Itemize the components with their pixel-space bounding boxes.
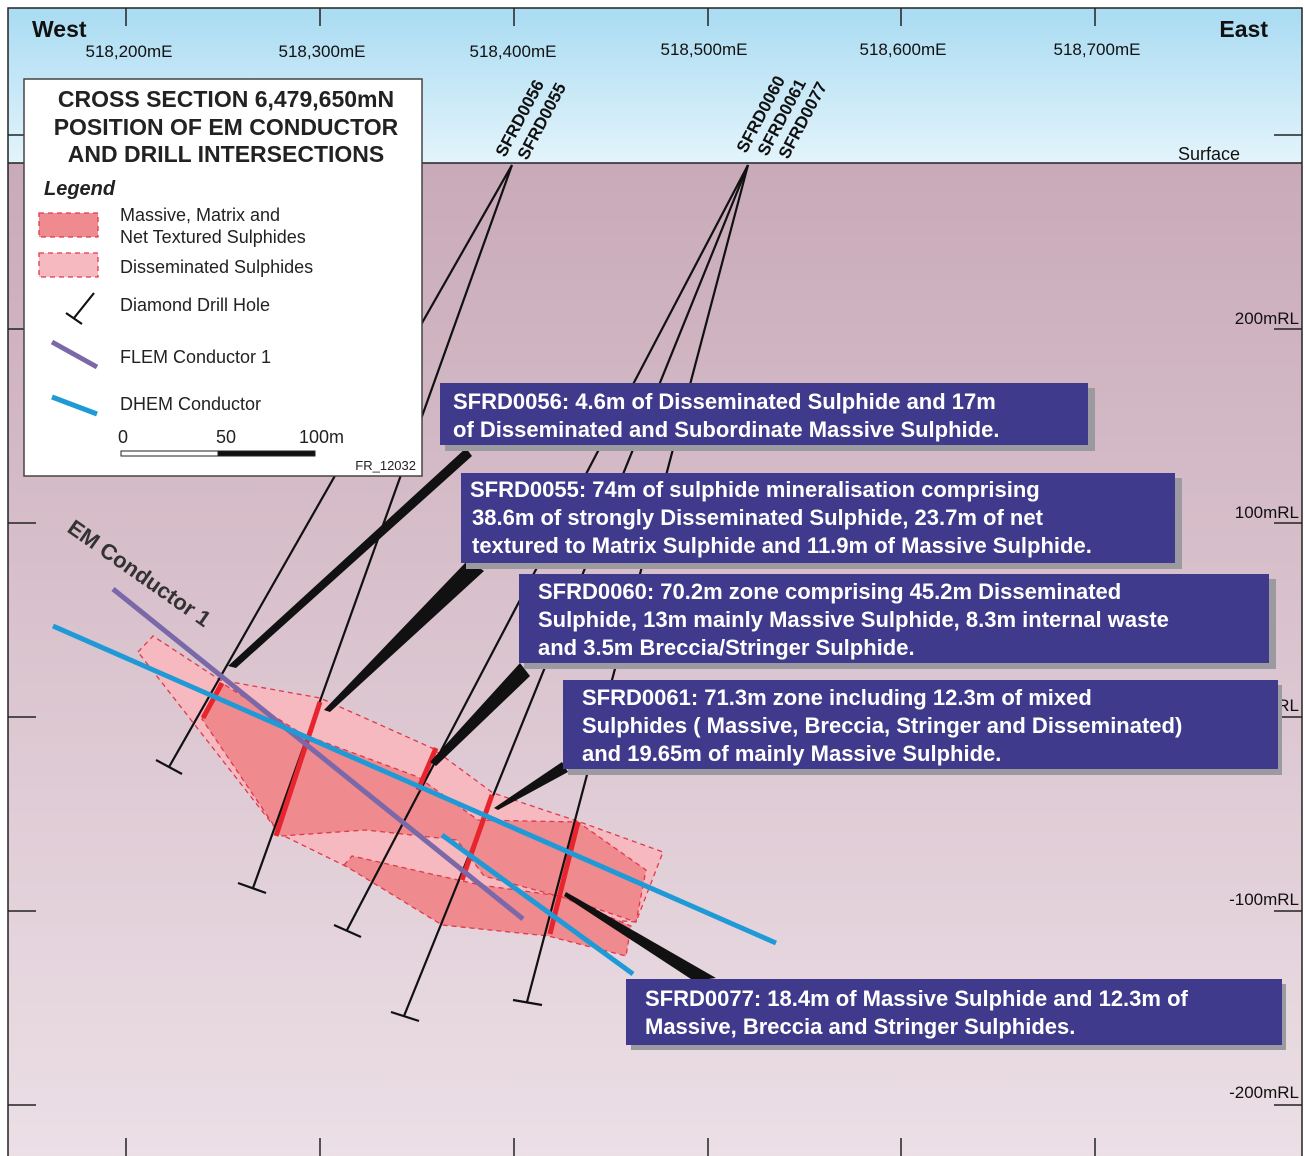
easting-label: 518,400mE	[470, 42, 557, 61]
top-tick-marks	[125, 8, 1096, 26]
callout-text: Sulphides ( Massive, Breccia, Stringer a…	[582, 713, 1182, 738]
legend-box: CROSS SECTION 6,479,650mN POSITION OF EM…	[23, 78, 423, 477]
legend-item-text: FLEM Conductor 1	[120, 347, 271, 367]
flem-swatch	[50, 339, 99, 370]
callout-box	[440, 383, 1088, 445]
callout-text: 38.6m of strongly Disseminated Sulphide,…	[472, 505, 1044, 530]
easting-label: 518,700mE	[1054, 40, 1141, 59]
legend-item-text: Diamond Drill Hole	[120, 295, 270, 315]
surface-label: Surface	[1178, 144, 1240, 164]
callout-text: SFRD0055: 74m of sulphide mineralisation…	[470, 477, 1040, 502]
callout-text: Massive, Breccia and Stringer Sulphides.	[645, 1014, 1075, 1039]
callout-sfrd0060: SFRD0060: 70.2m zone comprising 45.2m Di…	[519, 574, 1276, 669]
drill-hole-end	[512, 998, 543, 1007]
dhem-conductor-line	[51, 623, 778, 946]
callout-leader	[494, 762, 568, 810]
massive-intercept	[459, 794, 495, 881]
massive-sulphide-lower-zone	[342, 855, 632, 957]
legend-title-line: POSITION OF EM CONDUCTOR	[54, 114, 399, 140]
drill-hole-end	[155, 759, 183, 775]
elevation-label: 200mRL	[1235, 309, 1299, 328]
flem-conductor-line	[111, 587, 525, 921]
scale-bar: 0 50 100m	[118, 427, 344, 457]
easting-label: 518,200mE	[86, 42, 173, 61]
callout-leader	[430, 663, 530, 766]
legend-reference: FR_12032	[355, 458, 416, 473]
easting-label: 518,300mE	[279, 42, 366, 61]
easting-label: 518,500mE	[661, 40, 748, 59]
callout-text: and 19.65m of mainly Massive Sulphide.	[582, 741, 1001, 766]
callout-text: Sulphide, 13m mainly Massive Sulphide, 8…	[538, 607, 1169, 632]
elevation-label: -100mRL	[1229, 890, 1299, 909]
callout-sfrd0077: SFRD0077: 18.4m of Massive Sulphide and …	[626, 979, 1286, 1050]
massive-intercept	[415, 747, 439, 791]
elevation-label: -200mRL	[1229, 1083, 1299, 1102]
legend-heading: Legend	[44, 178, 116, 200]
legend-title-line: AND DRILL INTERSECTIONS	[68, 141, 384, 167]
callout-leader	[324, 560, 484, 712]
callout-text: and 3.5m Breccia/Stringer Sulphide.	[538, 635, 915, 660]
right-tick-marks	[1274, 134, 1302, 1106]
callout-text: of Disseminated and Subordinate Massive …	[453, 417, 999, 442]
callout-leader	[564, 892, 716, 981]
massive-intercept	[200, 681, 225, 720]
callout-sfrd0061: SFRD0061: 71.3m zone including 12.3m of …	[563, 680, 1282, 775]
bottom-tick-marks	[125, 1138, 1096, 1156]
callout-sfrd0056: SFRD0056: 4.6m of Disseminated Sulphide …	[440, 383, 1095, 451]
easting-label: 518,600mE	[860, 40, 947, 59]
map-frame	[7, 7, 1303, 1156]
legend-item-text: Massive, Matrix and	[120, 205, 280, 225]
dhem-conductor-line	[440, 832, 635, 977]
massive-swatch	[38, 212, 99, 238]
callout-text: SFRD0061: 71.3m zone including 12.3m of …	[582, 685, 1092, 710]
legend-title-line: CROSS SECTION 6,479,650mN	[58, 86, 394, 112]
scale-label: 0	[118, 427, 128, 447]
callout-box	[563, 680, 1278, 769]
drill-hole-symbol-icon	[65, 292, 95, 325]
drill-hole-end	[333, 923, 362, 939]
elevation-labels: 200mRL 100mRL RL -100mRL -200mRL	[1229, 309, 1299, 1102]
legend-item-text: Disseminated Sulphides	[120, 257, 313, 277]
easting-labels: 518,200mE 518,300mE 518,400mE 518,500mE …	[86, 40, 1141, 61]
callout-leaders	[228, 448, 716, 981]
drill-hole-end	[237, 881, 267, 895]
west-label: West	[32, 16, 87, 42]
elevation-label: RL	[1277, 696, 1299, 715]
legend-item-text: DHEM Conductor	[120, 394, 261, 414]
drill-hole-end	[390, 1010, 420, 1023]
callout-text: SFRD0060: 70.2m zone comprising 45.2m Di…	[538, 579, 1121, 604]
east-label: East	[1219, 16, 1268, 42]
callout-box	[461, 473, 1175, 563]
callout-text: SFRD0056: 4.6m of Disseminated Sulphide …	[453, 389, 996, 414]
callout-leader	[228, 448, 472, 668]
callout-text: SFRD0077: 18.4m of Massive Sulphide and …	[645, 986, 1189, 1011]
callout-box	[626, 979, 1282, 1045]
massive-intercept	[273, 701, 323, 837]
scale-label: 100m	[299, 427, 344, 447]
callout-sfrd0055: SFRD0055: 74m of sulphide mineralisation…	[461, 473, 1182, 569]
scale-label: 50	[216, 427, 236, 447]
callout-text: textured to Matrix Sulphide and 11.9m of…	[472, 533, 1092, 558]
legend-item-text: Net Textured Sulphides	[120, 227, 306, 247]
dhem-swatch	[51, 394, 98, 417]
disseminated-swatch	[38, 252, 99, 278]
callout-box	[519, 574, 1269, 663]
elevation-label: 100mRL	[1235, 503, 1299, 522]
